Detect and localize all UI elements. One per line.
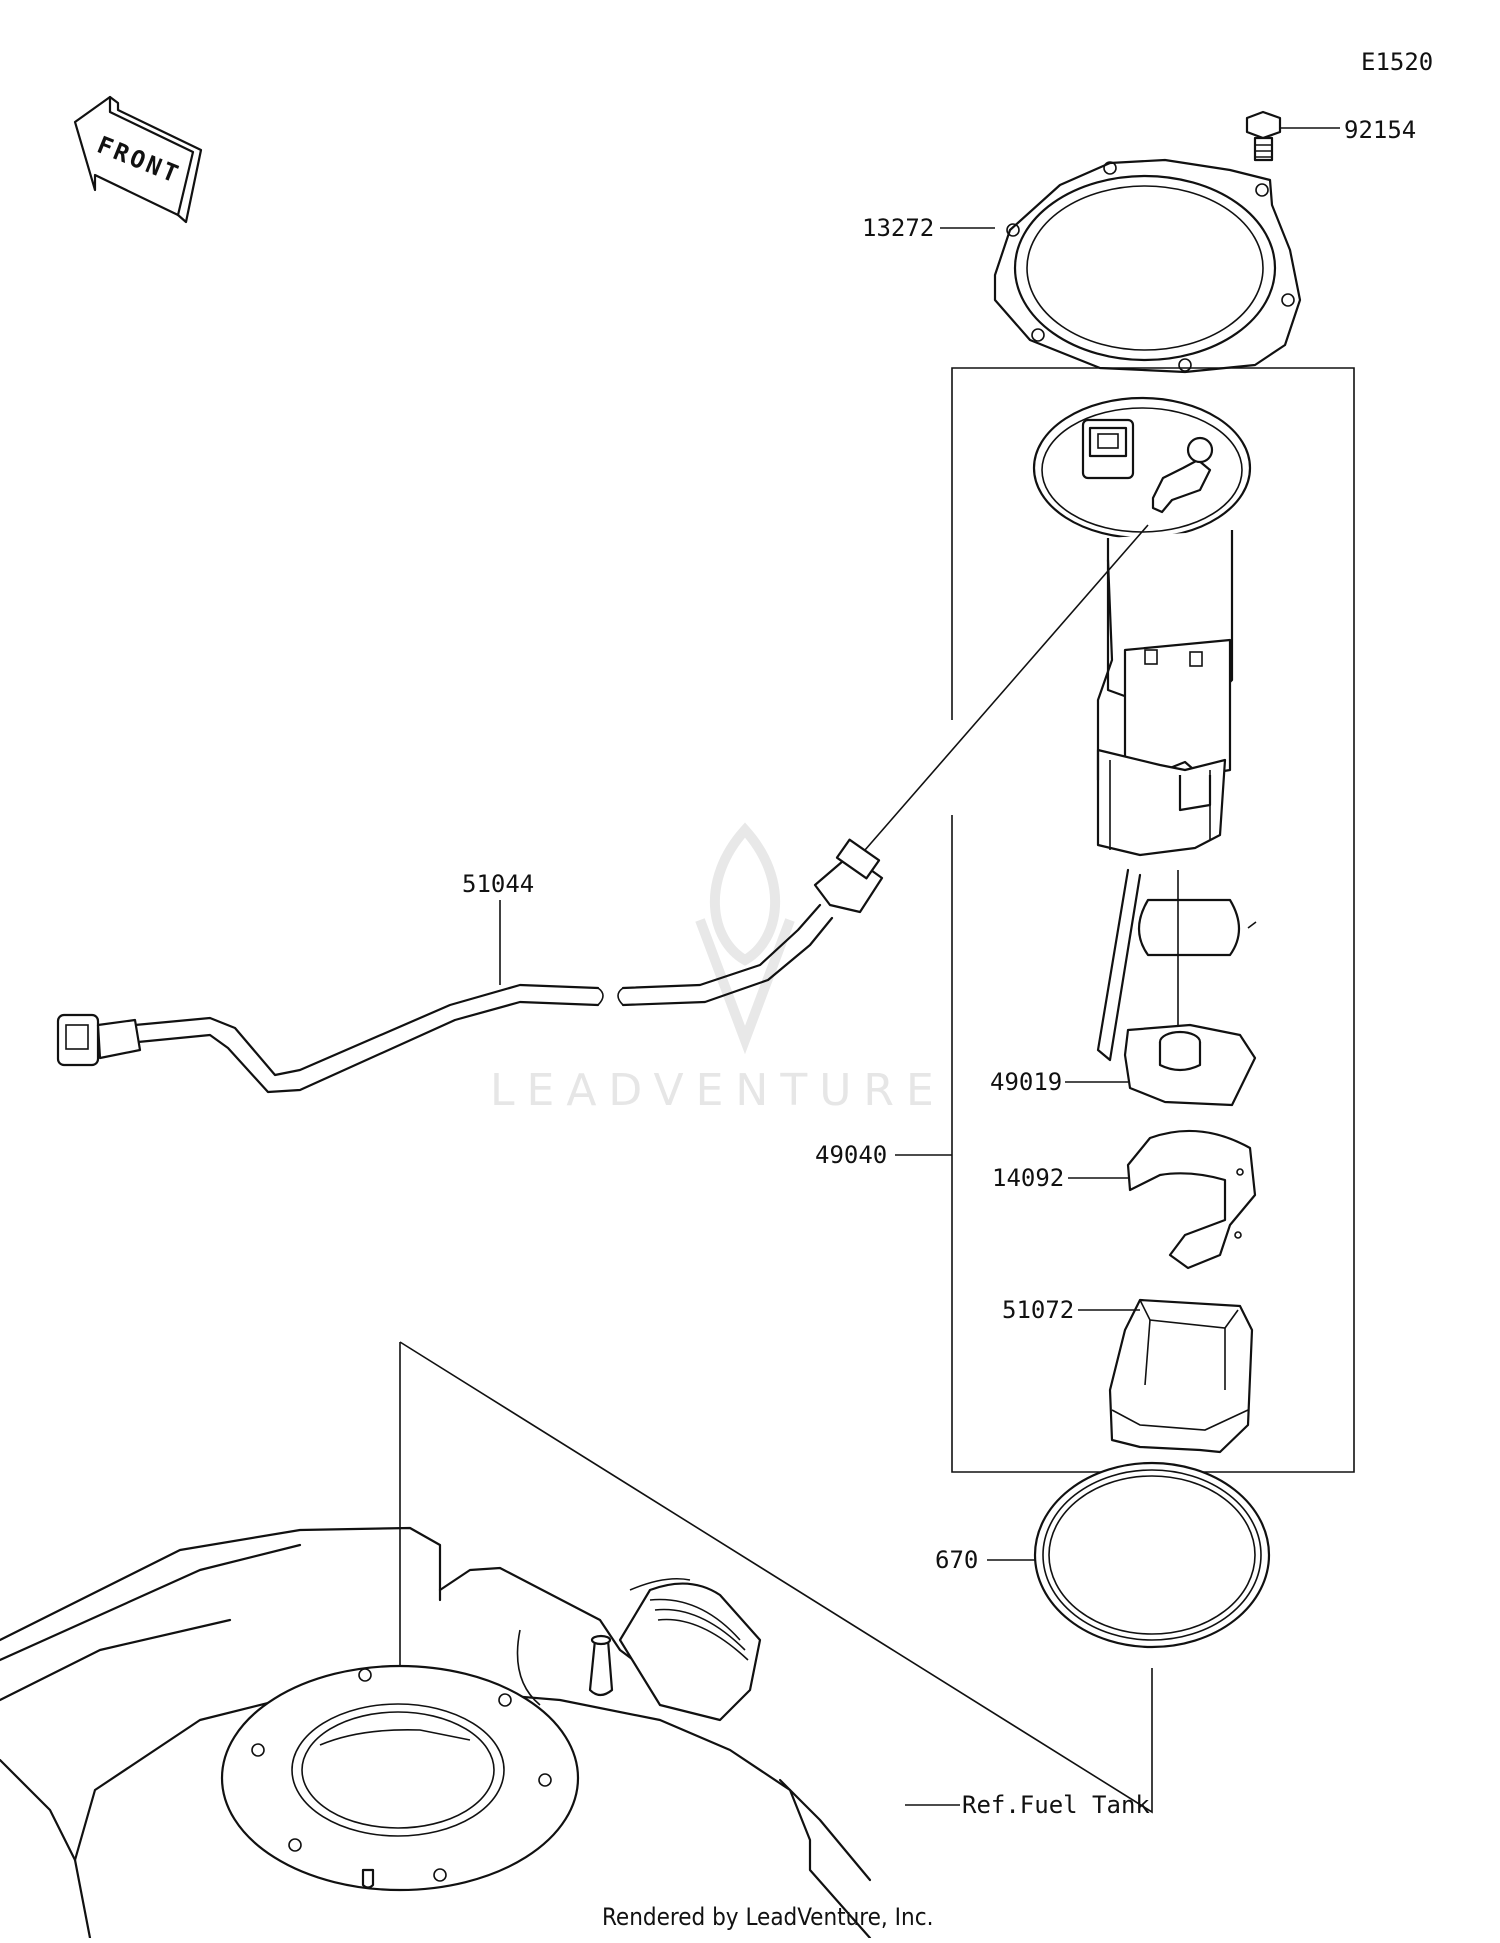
tank-diagonal-reference-line xyxy=(399,1341,1153,1814)
gasket-icon xyxy=(1033,1461,1271,1649)
fuel-hose-icon xyxy=(56,838,884,1094)
pump-assembly-box xyxy=(951,367,1355,1473)
gasket-part-number: 670 xyxy=(935,1546,978,1574)
plate-icon xyxy=(993,158,1302,374)
bracket-part-number: 14092 xyxy=(992,1164,1064,1192)
bolt-icon xyxy=(1245,110,1282,162)
plate-part-number: 13272 xyxy=(862,214,934,242)
ref-fuel-tank-label: Ref.Fuel Tank xyxy=(962,1791,1150,1819)
fuel-hose-part-number: 51044 xyxy=(462,870,534,898)
filter-part-number: 49019 xyxy=(990,1068,1062,1096)
fuel-pump-icon xyxy=(1032,396,1257,1062)
front-arrow-icon: FRONT xyxy=(73,95,203,224)
fuel-tank-icon xyxy=(0,1526,872,1940)
bolt-part-number: 92154 xyxy=(1344,116,1416,144)
watermark-text: LEADVENTURE xyxy=(490,1065,946,1116)
filter-icon xyxy=(1123,1023,1257,1107)
hose-to-pump-leader-line xyxy=(864,524,1149,851)
watermark-logo-icon xyxy=(695,822,795,1055)
watermark: LEADVENTURE xyxy=(490,822,946,1116)
diagram-id: E1520 xyxy=(1361,48,1433,76)
pump-assembly-part-number: 49040 xyxy=(815,1141,887,1169)
cover-icon xyxy=(1108,1298,1254,1454)
cover-part-number: 51072 xyxy=(1002,1296,1074,1324)
bracket-icon xyxy=(1126,1129,1257,1270)
credit-text: Rendered by LeadVenture, Inc. xyxy=(602,1903,933,1931)
